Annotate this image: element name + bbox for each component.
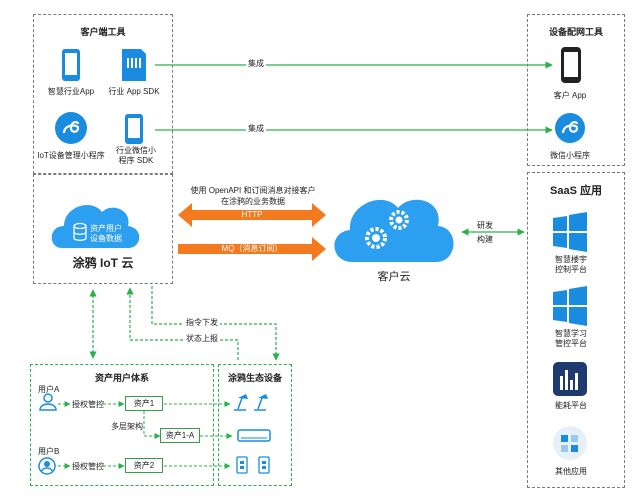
status-up-label: 状态上报 [184,333,220,344]
dev-label-2: 构建 [477,235,493,244]
saas-item-label: 智慧楼宇 [555,255,587,264]
user-b-icon [38,457,56,475]
database-icon [73,222,87,241]
windows-icon [553,212,587,252]
wechat-mini-icon [555,113,585,143]
saas-item-label: 管控平台 [555,339,587,348]
saas-item-label: 其他应用 [555,467,587,476]
asset-data-label-1: 资产用户 [90,224,122,233]
lamp-icon [234,394,248,411]
tuya-cloud-title: 涂鸦 IoT 云 [72,256,134,270]
saas-item-label: 智慧学习 [555,329,587,338]
asset-system-title: 资产用户体系 [94,373,149,383]
asset-2-node: 资产2 [125,458,163,473]
app-sdk-label: 行业 App SDK [108,87,160,96]
sdk-card-icon [122,49,146,81]
user-b-label: 用户B [38,447,60,456]
user-a-icon [39,393,57,411]
auth-label: 授权管控 [72,462,104,471]
wechat-phone-icon [125,114,143,144]
asset-data-label-2: 设备数据 [90,234,122,243]
client-tools-title: 客户端工具 [80,27,126,37]
saas-title: SaaS 应用 [550,185,602,197]
eco-devices-title: 涂鸦生态设备 [227,373,282,383]
miniprogram-icon [55,112,87,144]
command-down-label: 指令下发 [184,317,220,328]
mq-arrow [178,237,326,261]
app-label: 智慧行业App [47,87,95,96]
asset-1a-node: 资产1-A [160,428,200,443]
http-label: HTTP [241,210,263,219]
openapi-desc-1: 使用 OpenAPI 和订阅消息对接客户 [190,186,316,195]
openapi-desc-2: 在涂鸦的业务数据 [221,197,285,206]
saas-box [527,172,625,488]
customer-cloud-icon [334,199,454,262]
miniprogram-label: IoT设备管理小程序 [37,151,105,160]
client-app-phone-icon [561,47,581,83]
user-a-label: 用户A [38,385,60,394]
ecosystem-devices-box [218,364,292,486]
switch-panel-icon [258,456,270,474]
mq-label: MQ（消息订阅） [221,244,283,253]
network-tools-box [527,14,625,166]
http-arrow [178,203,326,227]
integration-label: 集成 [246,58,266,69]
air-conditioner-icon [237,429,271,442]
customer-cloud-label: 客户云 [377,271,411,283]
apps-grid-icon [553,426,587,460]
tuya-cloud-box [33,174,173,284]
windows-icon [553,286,587,326]
client-tools-box [33,14,173,174]
saas-item-label: 控制平台 [555,265,587,274]
switch-panel-icon [236,456,248,474]
wechat-sdk-label-1: 行业微信小 [116,146,156,155]
phone-icon [62,49,80,81]
asset-user-system-box [30,364,214,486]
saas-item-label: 能耗平台 [555,401,587,410]
wechat-mini-label: 微信小程序 [550,151,590,160]
gear-icon [365,210,409,249]
network-tools-title: 设备配网工具 [548,27,603,37]
wechat-sdk-label-2: 程序 SDK [118,156,154,165]
lamp-icon [254,394,268,411]
bar-chart-icon [553,362,587,396]
multi-layer-label: 多层架构 [111,422,143,431]
integration-label: 集成 [246,123,266,134]
dev-label-1: 研发 [477,221,493,230]
asset-1-node: 资产1 [125,396,163,411]
auth-label: 授权管控 [72,400,104,409]
client-app-label: 客户 App [553,91,587,100]
